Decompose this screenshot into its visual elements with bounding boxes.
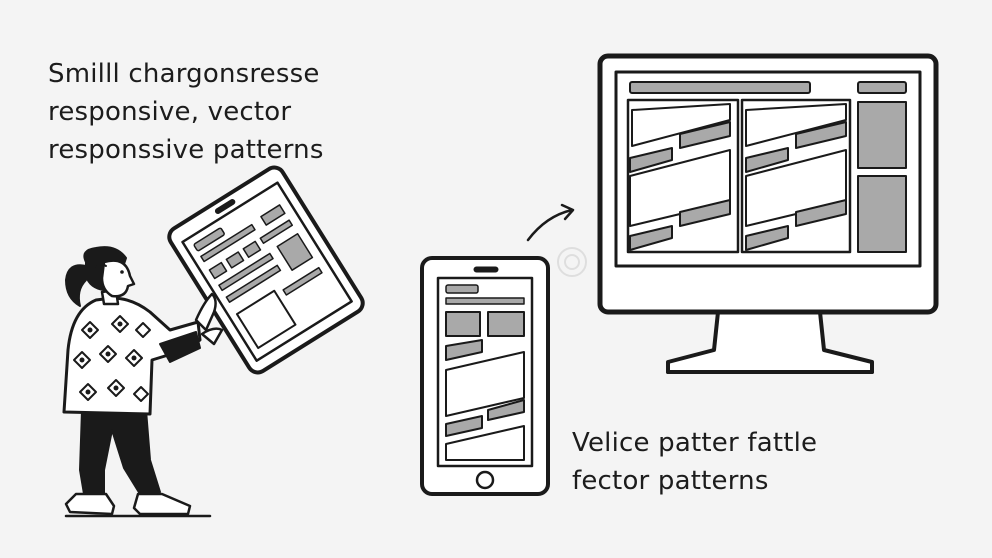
monitor-illustration xyxy=(597,53,939,374)
caption-bottom: Velice patter fattle fector patterns xyxy=(572,424,817,500)
tablet-illustration xyxy=(167,165,365,375)
person-illustration xyxy=(62,246,224,518)
caption-bottom-line-1: Velice patter fattle xyxy=(572,428,818,458)
caption-top-line-2: responsive, vector xyxy=(48,97,292,127)
caption-bottom-line-2: fector patterns xyxy=(572,466,769,496)
caption-top-line-3: responssive patterns xyxy=(48,135,324,165)
caption-top: Smilll chargonsresse responsive, vector … xyxy=(48,55,324,169)
arrow-icon xyxy=(526,203,575,242)
watermark xyxy=(557,247,587,277)
phone-illustration xyxy=(420,256,550,496)
caption-top-line-1: Smilll chargonsresse xyxy=(48,59,320,89)
